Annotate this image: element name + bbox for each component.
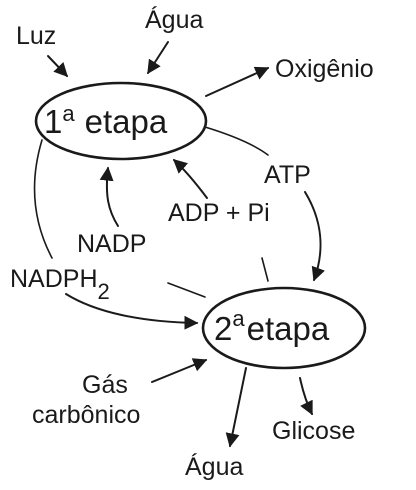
- nadp-to-stage1-arrow: [99, 166, 119, 227]
- atp-label: ATP: [264, 161, 311, 189]
- atp-to-stage2-arrow: [304, 191, 325, 282]
- nadp-label: NADP: [77, 230, 146, 258]
- connectors: [33, 41, 325, 448]
- nadph-to-stage2-arrow: [65, 293, 199, 330]
- adp-to-stage1-arrow: [172, 159, 208, 199]
- nadph-curve: [33, 139, 53, 259]
- oxigenio-arrow: [205, 66, 270, 97]
- agua-bottom-arrow: [225, 367, 247, 448]
- gas-label-line1: Gás: [82, 371, 128, 399]
- luz-label: Luz: [16, 22, 56, 50]
- glicose-arrow: [299, 377, 313, 416]
- gas-arrow: [151, 358, 208, 383]
- stage1-ellipse: [34, 81, 208, 161]
- agua-top-label: Água: [145, 5, 203, 34]
- stage2-ellipse: [201, 286, 367, 370]
- adp-diagonal-line: [167, 282, 206, 298]
- stage2-node: 2aetapa: [201, 286, 367, 370]
- adp-pi-label: ADP + Pi: [168, 199, 270, 227]
- luz-arrow: [47, 55, 68, 78]
- agua-bottom-label: Água: [185, 452, 243, 481]
- oxigenio-label: Oxigênio: [275, 55, 374, 83]
- adp-tick: [261, 257, 269, 282]
- glicose-label: Glicose: [272, 417, 355, 445]
- stage2-label: 2aetapa: [214, 306, 330, 347]
- agua-top-arrow: [147, 41, 169, 75]
- nadph-label: NADPH2: [10, 265, 110, 304]
- gas-label-line2: carbônico: [32, 401, 140, 429]
- atp-curve: [204, 126, 269, 156]
